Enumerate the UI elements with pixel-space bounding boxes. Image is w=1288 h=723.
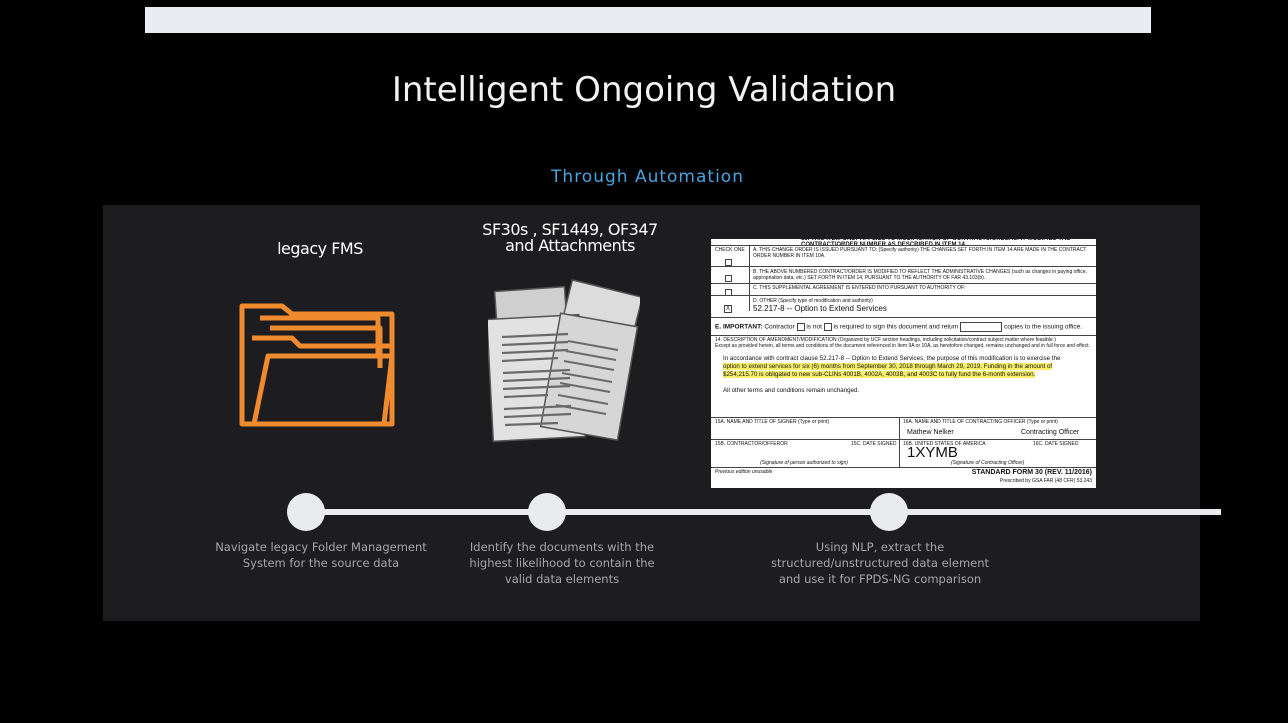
form-divider (711, 283, 1096, 284)
checkbox-b (725, 275, 732, 282)
previous-edition: Previous edition unusable (715, 469, 773, 475)
checkbox-a (725, 259, 732, 266)
legacy-fms-title: legacy FMS (277, 239, 363, 258)
form-divider (749, 245, 750, 311)
form-desc-label: 14. DESCRIPTION OF AMENDMENT/MODIFICATIO… (715, 337, 1056, 343)
form-row-d: D. OTHER (Specify type of modification a… (753, 298, 873, 304)
form-divider (711, 439, 1096, 440)
timeline-node-1 (287, 493, 325, 531)
slide-title: Intelligent Ongoing Validation (391, 70, 897, 110)
usa-label: 16B. UNITED STATES OF AMERICA (903, 441, 986, 447)
top-banner (145, 7, 1151, 33)
form-divider (711, 467, 1096, 468)
nlp-description: Using NLP, extract the structured/unstru… (770, 540, 990, 586)
form-row-a: A. THIS CHANGE ORDER IS ISSUED PURSUANT … (753, 247, 1087, 259)
checkbox-is-required (823, 323, 832, 331)
form-body-line3-text: $254,215.70 is obligated to new sub-CLIN… (723, 371, 1036, 378)
officer-name: Mathew Nelker (907, 429, 954, 436)
important-required: is required to sign this document and re… (833, 323, 959, 331)
form-row-c: C. THIS SUPPLEMENTAL AGREEMENT IS ENTERE… (753, 285, 966, 291)
form-divider (899, 417, 900, 467)
officer-label: 16A. NAME AND TITLE OF CONTRACTING OFFIC… (903, 419, 1058, 425)
documents-description: Identify the documents with the highest … (469, 540, 655, 586)
form-important-row: E. IMPORTANT: Contractor is not is requi… (715, 322, 1092, 332)
signer-label: 15A. NAME AND TITLE OF SIGNER (Type or p… (715, 419, 830, 425)
sf30-form-image: 13. THIS ITEM ONLY APPLIES TO MODIFICATI… (711, 239, 1096, 488)
documents-title-line1: SF30s , SF1449, OF347 (482, 220, 658, 239)
form-divider (711, 245, 1096, 246)
signature-code: 1XYMB (907, 444, 958, 461)
important-copies: copies to the issuing office. (1004, 323, 1083, 331)
form-divider (711, 317, 1096, 318)
form-prescribed: Prescribed by GSA FAR (48 CFR) 53.243 (1000, 478, 1092, 484)
timeline-bar (305, 509, 1221, 515)
documents-title: SF30s , SF1449, OF347 and Attachments (452, 222, 688, 254)
date-signed-label-2: 16C. DATE SIGNED (1033, 441, 1079, 447)
slide-subtitle: Through Automation (551, 167, 744, 187)
officer-title: Contracting Officer (1021, 429, 1080, 436)
form-body-line2-text: option to extend services for six (6) mo… (723, 363, 1053, 370)
form-divider (711, 335, 1096, 336)
legacy-description: Navigate legacy Folder Management System… (215, 540, 427, 570)
checkbox-d: X (724, 305, 732, 313)
form-body-line1: In accordance with contract clause 52.21… (723, 355, 1061, 362)
form-divider (711, 266, 1096, 267)
copies-box (960, 322, 1003, 332)
form-body-line4: All other terms and conditions remain un… (723, 387, 860, 394)
documents-title-line2: and Attachments (505, 236, 635, 255)
contractor-label: 15B. CONTRACTOR/OFFEROR (715, 441, 788, 447)
form-row-b: B. THE ABOVE NUMBERED CONTRACT/ORDER IS … (753, 269, 1087, 281)
form-body-line2: option to extend services for six (6) mo… (723, 363, 1092, 371)
form-divider (711, 295, 1096, 296)
form-divider (711, 417, 1096, 418)
important-label: E. IMPORTANT: (715, 323, 763, 331)
documents-icon (488, 279, 640, 443)
form-name: STANDARD FORM 30 (REV. 11/2016) (971, 469, 1092, 476)
officer-signature-note: (Signature of Contracting Officer) (951, 460, 1025, 466)
date-signed-label: 15C. DATE SIGNED (851, 441, 897, 447)
important-contractor: Contractor (764, 323, 795, 331)
timeline-node-2 (528, 493, 566, 531)
form-desc-sub: Except as provided herein, all terms and… (715, 343, 1090, 349)
form-row-d-value: 52.217-8 -- Option to Extend Services (753, 304, 887, 313)
check-one-label: CHECK ONE (715, 247, 745, 253)
folder-icon (239, 303, 395, 427)
signature-note: (Signature of person authorized to sign) (760, 460, 848, 466)
form-body-line3: $254,215.70 is obligated to new sub-CLIN… (723, 371, 1092, 379)
checkbox-is-not (796, 323, 805, 331)
timeline-node-3 (870, 493, 908, 531)
important-is-not: is not (806, 323, 822, 331)
